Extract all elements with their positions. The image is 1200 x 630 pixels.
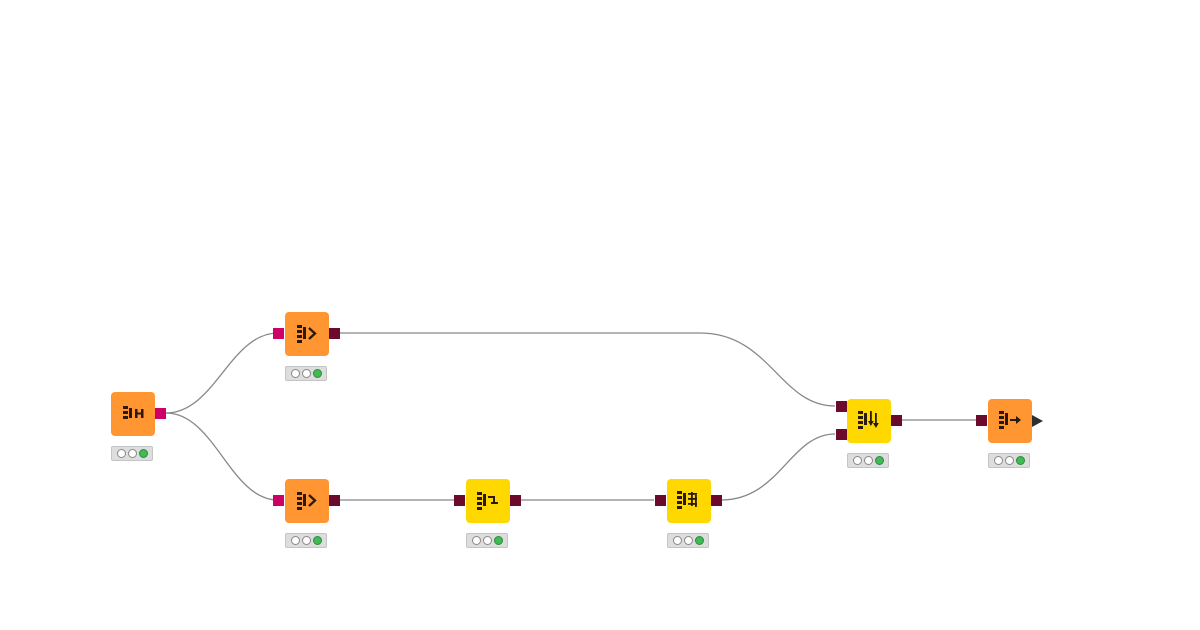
transform-2-status-indicator <box>667 533 709 548</box>
joiner-input-port-top[interactable] <box>836 401 847 412</box>
connection-source-to-filter-top[interactable] <box>165 332 279 414</box>
status-light-off <box>672 536 682 545</box>
status-light-green <box>874 456 884 465</box>
status-light-off <box>1004 456 1014 465</box>
column-manipulation-icon <box>677 491 697 509</box>
database-source-node[interactable] <box>111 392 155 436</box>
status-light-off <box>993 456 1003 465</box>
output-icon <box>999 411 1021 429</box>
status-light-green <box>138 449 148 458</box>
status-light-off <box>290 536 300 545</box>
source-output-port[interactable] <box>155 408 166 419</box>
transform-2-input-port[interactable] <box>655 495 666 506</box>
joiner-output-port[interactable] <box>891 415 902 426</box>
transform-1-input-port[interactable] <box>454 495 465 506</box>
transform-1-output-port[interactable] <box>510 495 521 506</box>
status-light-off <box>852 456 862 465</box>
status-light-off <box>116 449 126 458</box>
filter-top-status-indicator <box>285 366 327 381</box>
status-light-green <box>1015 456 1025 465</box>
transform-2-output-port[interactable] <box>711 495 722 506</box>
status-light-off <box>683 536 693 545</box>
output-flow-port-icon[interactable] <box>1032 415 1043 427</box>
filter-bottom-status-indicator <box>285 533 327 548</box>
source-status-indicator <box>111 446 153 461</box>
column-manipulation-node[interactable] <box>667 479 711 523</box>
status-light-green <box>493 536 503 545</box>
status-light-off <box>471 536 481 545</box>
output-input-port[interactable] <box>976 415 987 426</box>
status-light-off <box>301 536 311 545</box>
database-filter-icon <box>297 492 317 510</box>
status-light-off <box>863 456 873 465</box>
database-filter-node-bottom[interactable] <box>285 479 329 523</box>
filter-bottom-input-port[interactable] <box>273 495 284 506</box>
status-light-off <box>482 536 492 545</box>
status-light-off <box>301 369 311 378</box>
database-filter-node-top[interactable] <box>285 312 329 356</box>
status-light-green <box>694 536 704 545</box>
joiner-icon <box>858 411 879 429</box>
output-status-indicator <box>988 453 1030 468</box>
column-split-icon <box>477 492 498 510</box>
connection-transform-2-to-joiner[interactable] <box>720 433 836 501</box>
filter-top-output-port[interactable] <box>329 328 340 339</box>
database-source-icon <box>123 406 144 419</box>
joiner-status-indicator <box>847 453 889 468</box>
column-split-node[interactable] <box>466 479 510 523</box>
joiner-node[interactable] <box>847 399 891 443</box>
status-light-green <box>312 536 322 545</box>
connection-filter-top-to-joiner[interactable] <box>340 332 836 407</box>
filter-top-input-port[interactable] <box>273 328 284 339</box>
status-light-off <box>127 449 137 458</box>
transform-1-status-indicator <box>466 533 508 548</box>
connection-source-to-filter-bottom[interactable] <box>165 412 279 501</box>
status-light-off <box>290 369 300 378</box>
database-filter-icon <box>297 325 317 343</box>
status-light-green <box>312 369 322 378</box>
output-node[interactable] <box>988 399 1032 443</box>
joiner-input-port-bottom[interactable] <box>836 429 847 440</box>
filter-bottom-output-port[interactable] <box>329 495 340 506</box>
